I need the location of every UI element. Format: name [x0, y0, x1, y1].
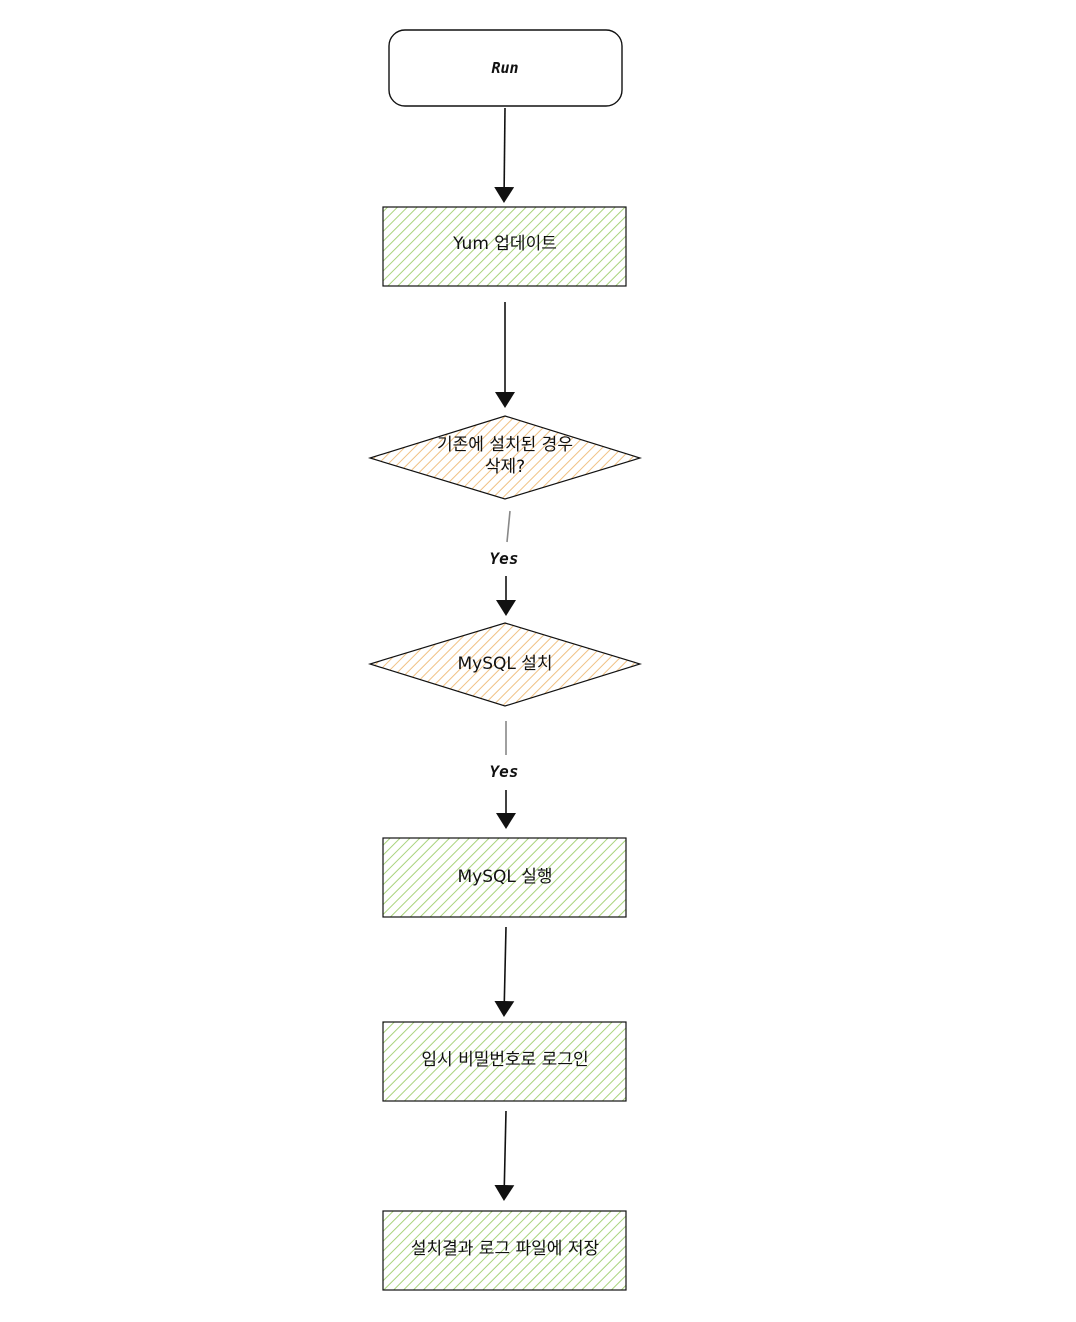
node-save-log[interactable]: 설치결과 로그 파일에 저장 — [382, 1210, 627, 1291]
node-remove-existing[interactable]: 기존에 설치된 경우 삭제? — [367, 415, 643, 500]
edge-label-yes-1: Yes — [490, 549, 519, 568]
node-mysql-install[interactable]: MySQL 설치 — [367, 622, 643, 707]
edge-run-to-yum — [494, 107, 515, 203]
edge-login-to-save — [494, 1110, 515, 1201]
edge-run-to-login — [494, 926, 515, 1017]
node-temp-password-login-label: 임시 비밀번호로 로그인 — [421, 1050, 588, 1070]
node-mysql-run-label: MySQL 실행 — [457, 867, 552, 887]
node-run[interactable]: Run — [388, 29, 623, 107]
node-run-label: Run — [491, 59, 518, 77]
node-yum-update-label: Yum 업데이트 — [452, 234, 557, 254]
node-temp-password-login[interactable]: 임시 비밀번호로 로그인 — [382, 1021, 627, 1102]
edge-label-yes-2: Yes — [490, 762, 519, 781]
edge-remove-to-install-top — [506, 510, 511, 543]
node-mysql-install-label: MySQL 설치 — [457, 654, 552, 674]
node-remove-existing-line1: 기존에 설치된 경우 — [437, 435, 573, 455]
node-mysql-run[interactable]: MySQL 실행 — [382, 837, 627, 918]
node-yum-update[interactable]: Yum 업데이트 — [382, 206, 627, 287]
node-remove-existing-line2: 삭제? — [485, 457, 525, 477]
node-save-log-label: 설치결과 로그 파일에 저장 — [411, 1239, 600, 1259]
